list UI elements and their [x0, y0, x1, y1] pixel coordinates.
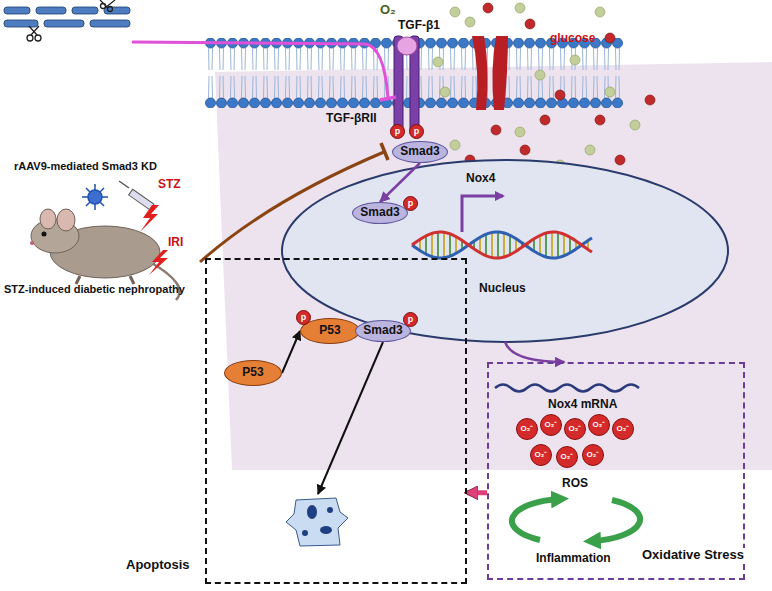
sirna [4, 7, 130, 27]
label-text: Nox4 [466, 172, 495, 186]
superoxide-mark: O₂⁻ [582, 444, 604, 466]
smad3-protein: Smad3 [352, 202, 408, 224]
superoxide-mark: O₂⁻ [612, 418, 634, 440]
connector-arrow [318, 342, 383, 494]
connector-arrow [467, 490, 487, 495]
label-text: TGF-β1 [398, 19, 440, 33]
dna-helix [412, 232, 592, 258]
node-text: Smad3 [400, 145, 439, 159]
superoxide-mark: O₂⁻ [540, 414, 562, 436]
phospho-mark: p [403, 196, 418, 211]
label-text: STZ-induced diabetic nephropathy [4, 283, 185, 296]
inhibition-line [132, 42, 388, 98]
label-text: rAAV9-mediated Smad3 KD [14, 160, 157, 173]
transcription-arrow [462, 196, 503, 232]
inhibition-bar [380, 97, 396, 100]
connector-arrow [505, 342, 564, 362]
node-text: Inflammation [536, 552, 611, 566]
phospho-mark: p [409, 124, 424, 139]
apoptosis-region: ApoptosisP53 [205, 258, 467, 584]
node-text: ROS [562, 477, 588, 491]
nucleus: NucleusSmad3P53Smad3 [282, 160, 728, 342]
p53-protein: P53 [224, 360, 282, 386]
label-text: glucose [550, 32, 595, 46]
scissors [27, 0, 115, 41]
apoptotic-cell [286, 498, 348, 546]
node-text: P53 [319, 324, 340, 338]
label-text: O₂ [380, 3, 396, 18]
mrna-strand [495, 385, 639, 392]
smad3-protein: Smad3 [392, 141, 447, 163]
cell-body [215, 62, 772, 470]
syringe [119, 181, 154, 210]
phospho-mark: p [390, 124, 405, 139]
label-text: IRI [168, 236, 183, 250]
tgf-receptor [394, 36, 419, 132]
ros-cycle [512, 499, 640, 541]
molecule-dots [433, 3, 655, 170]
node-text: Smad3 [363, 324, 402, 338]
label-text: STZ [158, 178, 181, 192]
node-text: Oxidative Stress [640, 548, 746, 563]
smad3-protein: Smad3 [355, 320, 411, 342]
node-text: Apoptosis [126, 558, 190, 573]
superoxide-mark: O₂⁻ [530, 444, 552, 466]
superoxide-mark: O₂⁻ [564, 418, 586, 440]
inhibition-bar [381, 143, 388, 160]
glucose-channel [472, 36, 508, 110]
node-text: Nucleus [479, 282, 526, 296]
superoxide-mark: O₂⁻ [588, 414, 610, 436]
aav-virus [82, 184, 108, 210]
superoxide-mark: O₂⁻ [556, 446, 578, 468]
node-text: Nox4 mRNA [548, 398, 617, 412]
oxidative-stress-region: Oxidative Stress Nox4 mRNA ROS Inflammation [487, 362, 745, 580]
phospho-mark: p [296, 310, 311, 325]
label-text: TGF-βRII [326, 112, 377, 126]
superoxide-mark: O₂⁻ [516, 418, 538, 440]
connector-arrow [282, 331, 300, 373]
nucleus-outline [282, 160, 728, 342]
node-text: P53 [242, 366, 263, 380]
lightning [140, 205, 168, 275]
node-text: Smad3 [360, 206, 399, 220]
phospho-mark: p [403, 312, 418, 327]
